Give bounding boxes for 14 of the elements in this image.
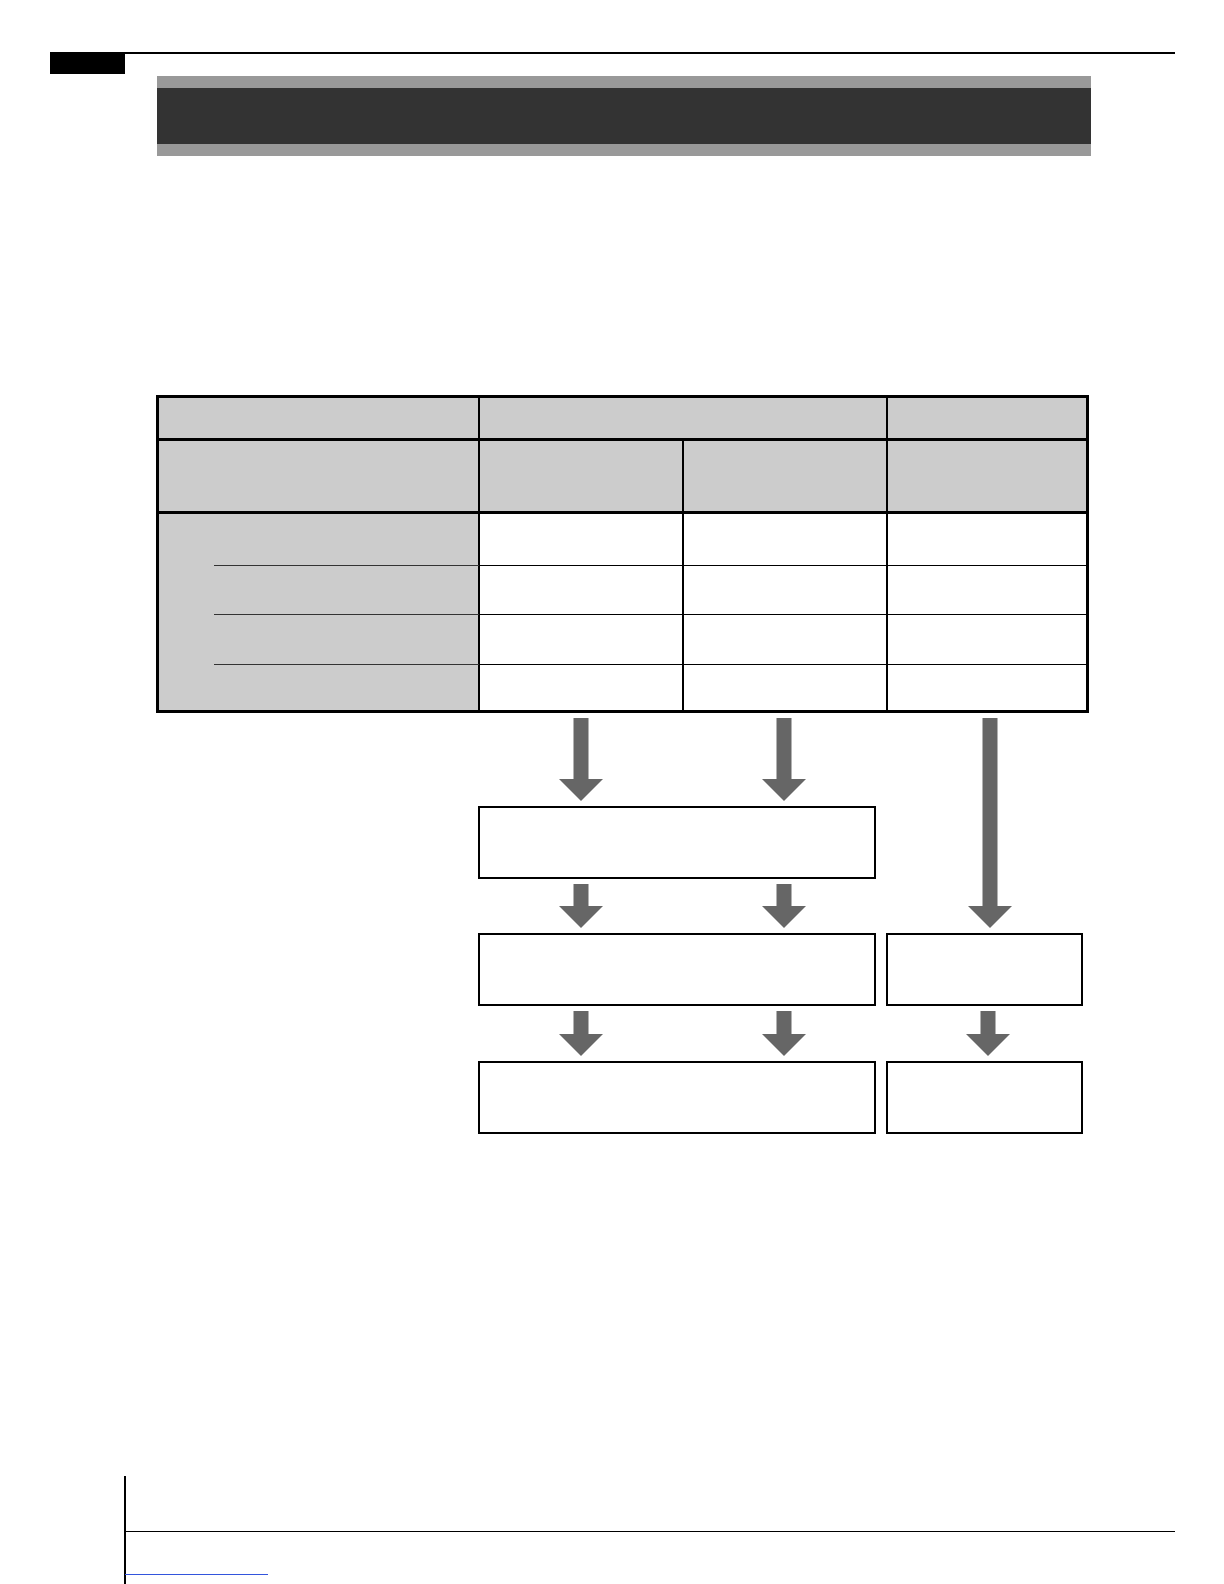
flow-box: [478, 806, 876, 879]
block-arrow: [559, 718, 603, 801]
block-arrow: [762, 718, 806, 801]
block-arrow: [762, 884, 806, 928]
block-arrow: [559, 884, 603, 928]
block-arrow: [968, 718, 1012, 928]
flow-box: [478, 1061, 876, 1134]
flow-box: [886, 1061, 1083, 1134]
flow-box: [886, 933, 1083, 1006]
data-table: [156, 395, 1089, 713]
block-arrow: [762, 1011, 806, 1056]
block-arrow: [559, 1011, 603, 1056]
block-arrow: [966, 1011, 1010, 1056]
flow-box: [478, 933, 876, 1006]
